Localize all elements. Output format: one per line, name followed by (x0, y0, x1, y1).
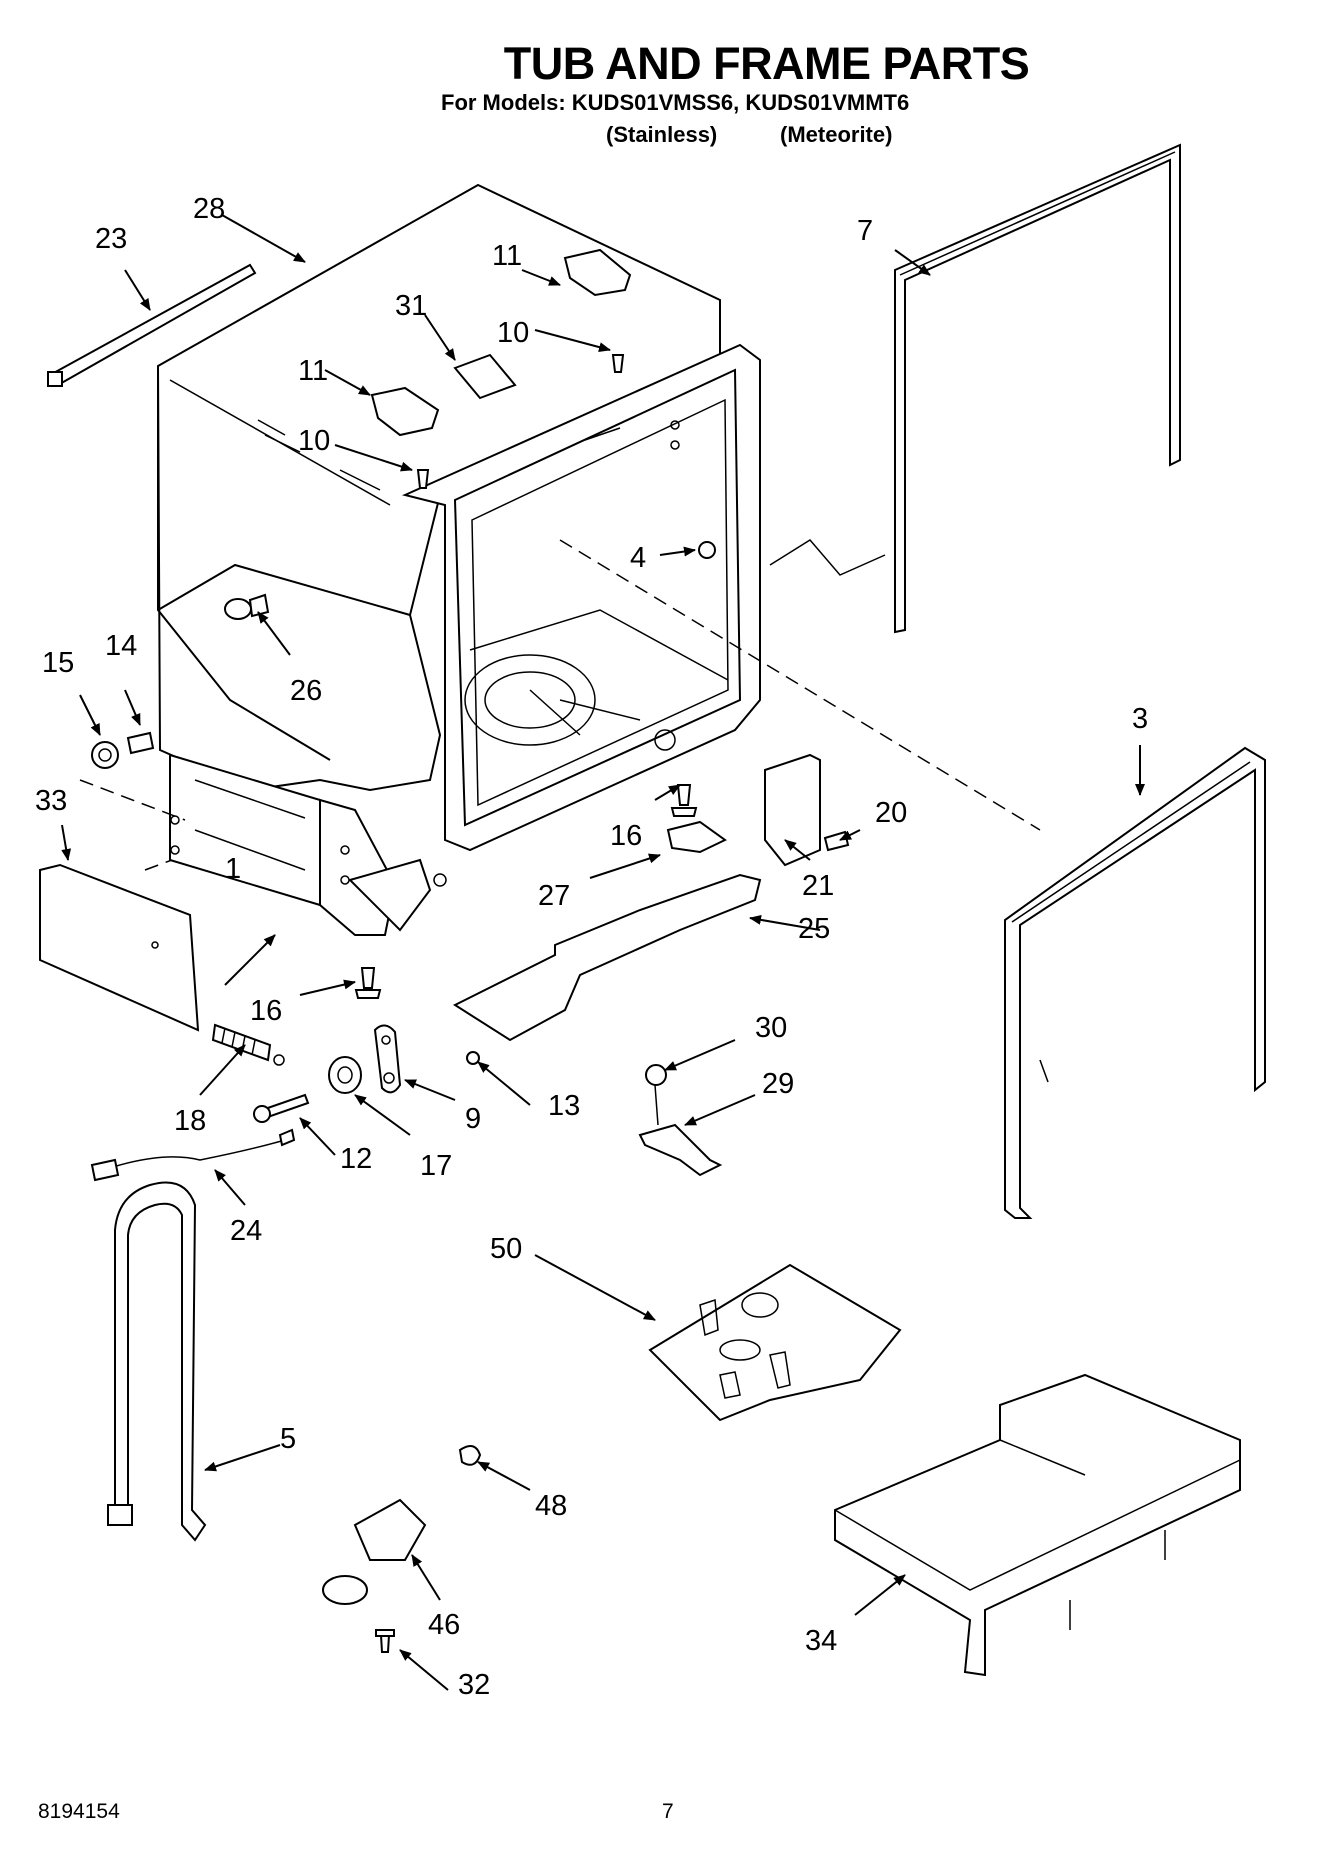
callout-20: 20 (875, 797, 907, 829)
nut-part-15 (91, 741, 119, 769)
wire-harness-part-5 (114, 1181, 207, 1542)
callout-28: 28 (193, 193, 225, 225)
screw-part-20 (823, 830, 850, 852)
callout-48: 48 (535, 1490, 567, 1522)
callout-11a: 11 (492, 240, 522, 272)
page-number: 7 (662, 1800, 674, 1823)
callout-15: 15 (42, 647, 74, 679)
page-title: TUB AND FRAME PARTS (0, 38, 1339, 90)
bracket-part-29 (638, 1123, 723, 1177)
callout-50: 50 (490, 1233, 522, 1265)
part-13 (466, 1051, 480, 1065)
callout-labels: 1 3 4 5 7 9 10 10 11 11 12 13 14 15 16 1… (35, 193, 1148, 1701)
document-number: 8194154 (38, 1800, 120, 1823)
part-4 (698, 541, 716, 559)
callout-29: 29 (762, 1068, 794, 1100)
clip-part-27 (666, 820, 727, 854)
models-line: For Models: KUDS01VMSS6, KUDS01VMMT6 (441, 90, 910, 115)
page-title-text: TUB AND FRAME PARTS (503, 38, 1030, 89)
callout-12: 12 (340, 1143, 372, 1175)
screw-part-32 (379, 1634, 391, 1653)
callout-27: 27 (538, 880, 570, 912)
callout-33: 33 (35, 785, 67, 817)
callout-30: 30 (755, 1012, 787, 1044)
callout-46: 46 (428, 1609, 460, 1641)
callout-14: 14 (105, 630, 137, 662)
panel-part-33 (39, 863, 200, 1032)
callout-31: 31 (395, 290, 427, 322)
callout-23: 23 (95, 223, 127, 255)
callout-21: 21 (802, 870, 834, 902)
callout-9: 9 (465, 1103, 481, 1135)
valve-part-46 (353, 1498, 427, 1561)
bracket-part-11b (370, 386, 440, 437)
clamp-part-48 (458, 1445, 482, 1466)
callout-18: 18 (174, 1105, 206, 1137)
hardware-bag-part-50 (648, 1263, 902, 1422)
screw-part-10b (416, 469, 430, 489)
wire-part-24 (97, 1139, 286, 1173)
callout-25: 25 (798, 913, 830, 945)
bracket-part-21 (764, 753, 821, 867)
base-pan-part-34 (834, 1373, 1241, 1677)
callout-11b: 11 (298, 355, 328, 387)
bolt-part-14 (126, 731, 155, 755)
callout-10b: 10 (298, 425, 330, 457)
part-30 (645, 1064, 667, 1086)
pulley-part-17 (328, 1056, 362, 1094)
callout-32: 32 (458, 1669, 490, 1701)
plug-part-26 (224, 598, 252, 620)
foot-part-16b (354, 967, 382, 999)
callout-16b: 16 (250, 995, 282, 1027)
variant-meteorite: (Meteorite) (780, 122, 893, 147)
callout-17: 17 (420, 1150, 452, 1182)
spring-part-18 (211, 1023, 272, 1062)
variant-stainless: (Stainless) (606, 122, 718, 147)
callout-7: 7 (857, 215, 873, 247)
leader-lines (61, 214, 1145, 1691)
callout-3: 3 (1132, 703, 1148, 735)
callout-34: 34 (805, 1625, 837, 1657)
callout-4: 4 (630, 542, 646, 574)
callout-26: 26 (290, 675, 322, 707)
bracket-part-11a (563, 248, 632, 297)
part-31 (453, 353, 517, 400)
foot-part-16a (670, 784, 698, 817)
tub-part-28 (156, 183, 761, 936)
plate-part-25 (452, 873, 762, 1042)
callout-1: 1 (225, 853, 241, 885)
callout-24: 24 (230, 1215, 262, 1247)
callout-16a: 16 (610, 820, 642, 852)
screw-part-10a (611, 354, 625, 373)
callout-10a: 10 (497, 317, 529, 349)
tub-gasket-part-3 (1004, 746, 1266, 1219)
callout-13: 13 (548, 1090, 580, 1122)
callout-5: 5 (280, 1423, 296, 1455)
door-gasket-part-7 (894, 143, 1181, 634)
